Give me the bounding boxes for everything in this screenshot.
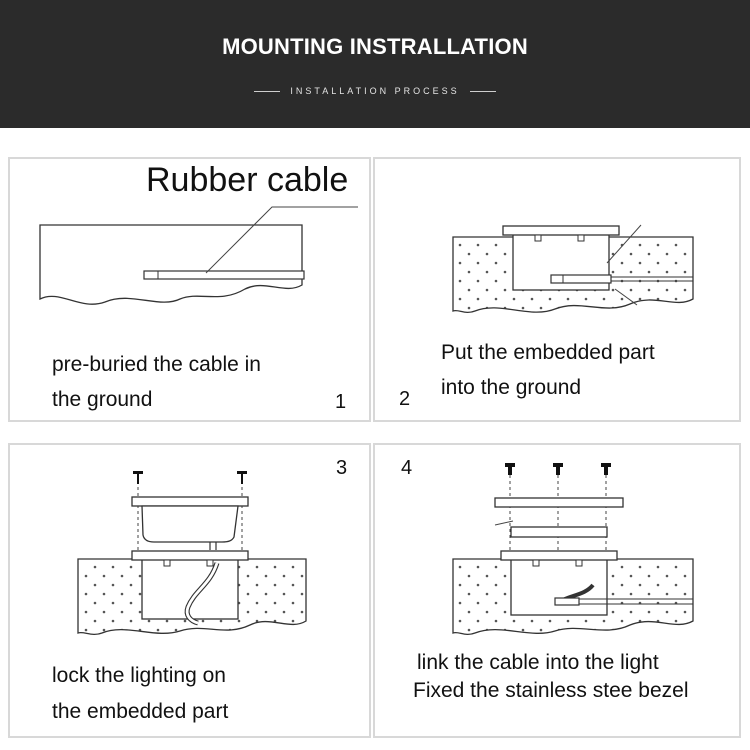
lamp-bezel: [131, 496, 249, 507]
step-1-caption-line-1: pre-buried the cable in: [52, 353, 261, 376]
step-2-caption-line-2: into the ground: [441, 376, 582, 399]
step-3-caption-line-1: lock the lighting on: [52, 664, 226, 687]
embedded-part: [141, 558, 239, 620]
step-1-panel: Rubber cable pre-buried the cable in the…: [8, 157, 371, 422]
step-1-caption-line-2: the ground: [52, 388, 153, 411]
step-4-caption-line-2: Fixed the stainless stee bezel: [413, 679, 689, 702]
step-4-panel: 4 link the cable into the light Fixed th…: [373, 443, 741, 738]
ground-block: [39, 224, 303, 305]
lamp-glass: [510, 526, 608, 538]
cable: [550, 274, 612, 284]
subtitle-text: INSTALLATION PROCESS: [290, 86, 460, 96]
step-3-panel: 3 lock the lighting on the embedded part: [8, 443, 371, 738]
header-banner: MOUNTING INSTRALLATION INSTALLATION PROC…: [0, 0, 750, 128]
embedded-part-flange: [502, 225, 620, 236]
step-2-number: 2: [399, 388, 411, 410]
screw: [553, 463, 563, 467]
step-3-caption-line-2: the embedded part: [52, 700, 229, 723]
step-4-caption-line-1: link the cable into the light: [417, 651, 659, 674]
step-2-panel: Put the embedded part into the ground 2: [373, 157, 741, 422]
lamp-body: [141, 505, 239, 543]
subtitle-rule-right: [469, 90, 496, 92]
page-subtitle: INSTALLATION PROCESS: [0, 86, 750, 96]
step-4-diagram: [452, 463, 694, 636]
screw: [505, 463, 515, 467]
screw: [237, 471, 247, 474]
step-3-number: 3: [336, 457, 348, 479]
stainless-steel-bezel: [494, 497, 624, 508]
rubber-cable-label: Rubber cable: [146, 161, 349, 199]
embedded-part-flange: [500, 550, 618, 561]
cable-leader-line: [205, 206, 358, 274]
subtitle-rule-left: [254, 90, 281, 92]
step-1-diagram: [39, 206, 358, 305]
step-4-number: 4: [401, 457, 413, 479]
rubber-cable: [143, 270, 305, 280]
step-2-caption-line-1: Put the embedded part: [441, 341, 655, 364]
page-title: MOUNTING INSTRALLATION: [222, 34, 528, 59]
screw: [601, 463, 611, 467]
embedded-part-flange: [131, 550, 249, 561]
step-3-diagram: [77, 471, 307, 636]
screw: [133, 471, 143, 474]
step-2-diagram: [452, 224, 694, 314]
step-1-number: 1: [335, 391, 347, 413]
